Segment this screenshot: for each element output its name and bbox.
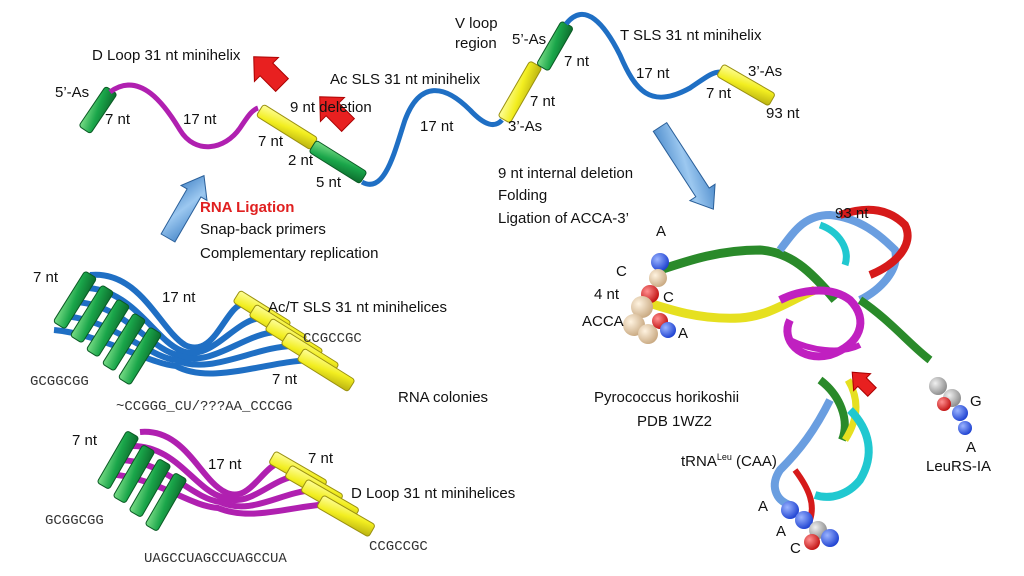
seven-nt-mid: 7 nt <box>258 133 284 150</box>
trna-anticodon-cyan <box>813 407 873 501</box>
organism: Pyrococcus horikoshii <box>594 389 739 406</box>
trna-structure: A C 4 nt C ACCA A 93 nt Pyrococcus horik… <box>582 205 991 557</box>
folding: Folding <box>498 187 547 204</box>
ac-sls-5-helix <box>309 140 367 184</box>
seven-nt-v-bottom: 7 nt <box>530 93 556 110</box>
ac-t-colonies: 7 nt 17 nt Ac/T SLS 31 nt minihelices CC… <box>30 269 488 415</box>
trna-t-cyan <box>818 221 850 267</box>
ac-seventeen-nt: 17 nt <box>162 289 196 306</box>
anticodon-a1: A <box>758 498 768 515</box>
trna-red-marker <box>851 371 877 397</box>
ac-t-yellow-helices <box>233 290 355 392</box>
seven-nt-right: 7 nt <box>706 85 732 102</box>
ac-t-green-helices <box>53 271 162 385</box>
acca-a-top: A <box>656 223 666 240</box>
acca-label: ACCA <box>582 313 624 330</box>
top-pathway: D Loop 31 nt minihelix 5’-As 7 nt 17 nt … <box>55 11 800 191</box>
trna-anticodon-blue <box>770 398 834 509</box>
trna-t-arm-blue <box>776 210 900 304</box>
anticodon-spheres <box>781 501 839 550</box>
d-seq-bottom: UAGCCUAGCCUAGCCUA <box>144 551 287 567</box>
v-loop-line2: region <box>455 35 497 52</box>
leurs-a: A <box>966 439 976 456</box>
five-prime-as-right: 5’-As <box>512 31 546 48</box>
trna-d-arm-magenta-2 <box>788 337 862 354</box>
d-loop-title: D Loop 31 nt minihelix <box>92 47 241 64</box>
ac-t-title: Ac/T SLS 31 nt minihelices <box>268 299 447 316</box>
trna-v-arm-green <box>857 296 933 364</box>
acca-a-bottom: A <box>678 325 688 342</box>
seven-nt-v-top: 7 nt <box>564 53 590 70</box>
four-nt: 4 nt <box>594 286 620 303</box>
t-sls-3-helix <box>717 64 775 106</box>
ac-seq-left: GCGGCGG <box>30 374 89 390</box>
deletion-arrow-2 <box>319 96 356 133</box>
d-loop-yellow-helices <box>269 451 375 537</box>
trna-t-loop-red <box>838 205 912 279</box>
ac-seq-bottom: ~CCGGG_CU/???AA_CCCGG <box>116 399 292 415</box>
d-seven-nt-right: 7 nt <box>308 450 334 467</box>
d-loop-green-helices <box>97 431 187 531</box>
anticodon-a2: A <box>776 523 786 540</box>
folding-text: 9 nt internal deletion Folding Ligation … <box>498 165 633 227</box>
leurs-spheres <box>929 377 972 435</box>
five-prime-as-left: 5’-As <box>55 84 89 101</box>
ligation-text: RNA Ligation Snap-back primers Complemen… <box>200 199 378 262</box>
anticodon-c: C <box>790 540 801 557</box>
pdb-id: PDB 1WZ2 <box>637 413 712 430</box>
d-seven-nt: 7 nt <box>72 432 98 449</box>
d-seq-left: GCGGCGG <box>45 513 104 529</box>
three-prime-as-mid: 3’-As <box>508 118 542 135</box>
trna-anticodon-yellow <box>842 378 860 442</box>
seventeen-nt-right: 17 nt <box>636 65 670 82</box>
trna-anticodon-green <box>817 376 849 442</box>
ligation-arrow <box>160 174 208 243</box>
ac-sls-3-helix <box>498 61 542 123</box>
leurs-g: G <box>970 393 982 410</box>
five-nt: 5 nt <box>316 174 342 191</box>
ac-seq-right: CCGCCGC <box>303 331 362 347</box>
complementary: Complementary replication <box>200 245 378 262</box>
rna-colonies: RNA colonies <box>398 389 488 406</box>
d-loop-strands <box>105 428 331 517</box>
nine-nt-deletion: 9 nt deletion <box>290 99 372 116</box>
two-nt: 2 nt <box>288 152 314 169</box>
d-loop-colonies: 7 nt 17 nt 7 nt D Loop 31 nt minihelices… <box>45 428 515 567</box>
acca-c1: C <box>616 263 627 280</box>
d-seq-right: CCGCCGC <box>369 539 428 555</box>
three-prime-as-right: 3’-As <box>748 63 782 80</box>
rna-ligation: RNA Ligation <box>200 199 294 216</box>
trna-label: tRNALeu (CAA) <box>681 452 777 470</box>
d-seventeen-nt: 17 nt <box>208 456 242 473</box>
leurs-label: LeuRS-IA <box>926 458 991 475</box>
t-sls-title: T SLS 31 nt minihelix <box>620 27 762 44</box>
ac-sls-title: Ac SLS 31 nt minihelix <box>330 71 481 88</box>
t-sls-strand <box>564 11 721 100</box>
ligation-acca: Ligation of ACCA-3’ <box>498 210 629 227</box>
ac-seven-nt-right: 7 nt <box>272 371 298 388</box>
seven-nt-left: 7 nt <box>105 111 131 128</box>
ac-sls-strand <box>360 88 504 187</box>
v-loop-line1: V loop <box>455 15 498 32</box>
folding-arrow <box>652 121 716 210</box>
seventeen-nt-mid: 17 nt <box>420 118 454 135</box>
acca-spheres <box>623 253 676 344</box>
trna-acceptor-yellow <box>638 285 817 323</box>
snap-back: Snap-back primers <box>200 221 326 238</box>
internal-deletion: 9 nt internal deletion <box>498 165 633 182</box>
trna-d-arm-magenta <box>778 286 865 361</box>
d-loop-title-bottom: D Loop 31 nt minihelices <box>351 485 515 502</box>
ninety-three-nt-top: 93 nt <box>766 105 800 122</box>
acca-c2: C <box>663 289 674 306</box>
trna-acceptor-green <box>658 245 839 303</box>
d-loop-strand <box>108 82 259 150</box>
ac-seven-nt: 7 nt <box>33 269 59 286</box>
ninety-three-nt-trna: 93 nt <box>835 205 869 222</box>
deletion-arrow-1 <box>253 56 290 93</box>
seventeen-nt-left: 17 nt <box>183 111 217 128</box>
